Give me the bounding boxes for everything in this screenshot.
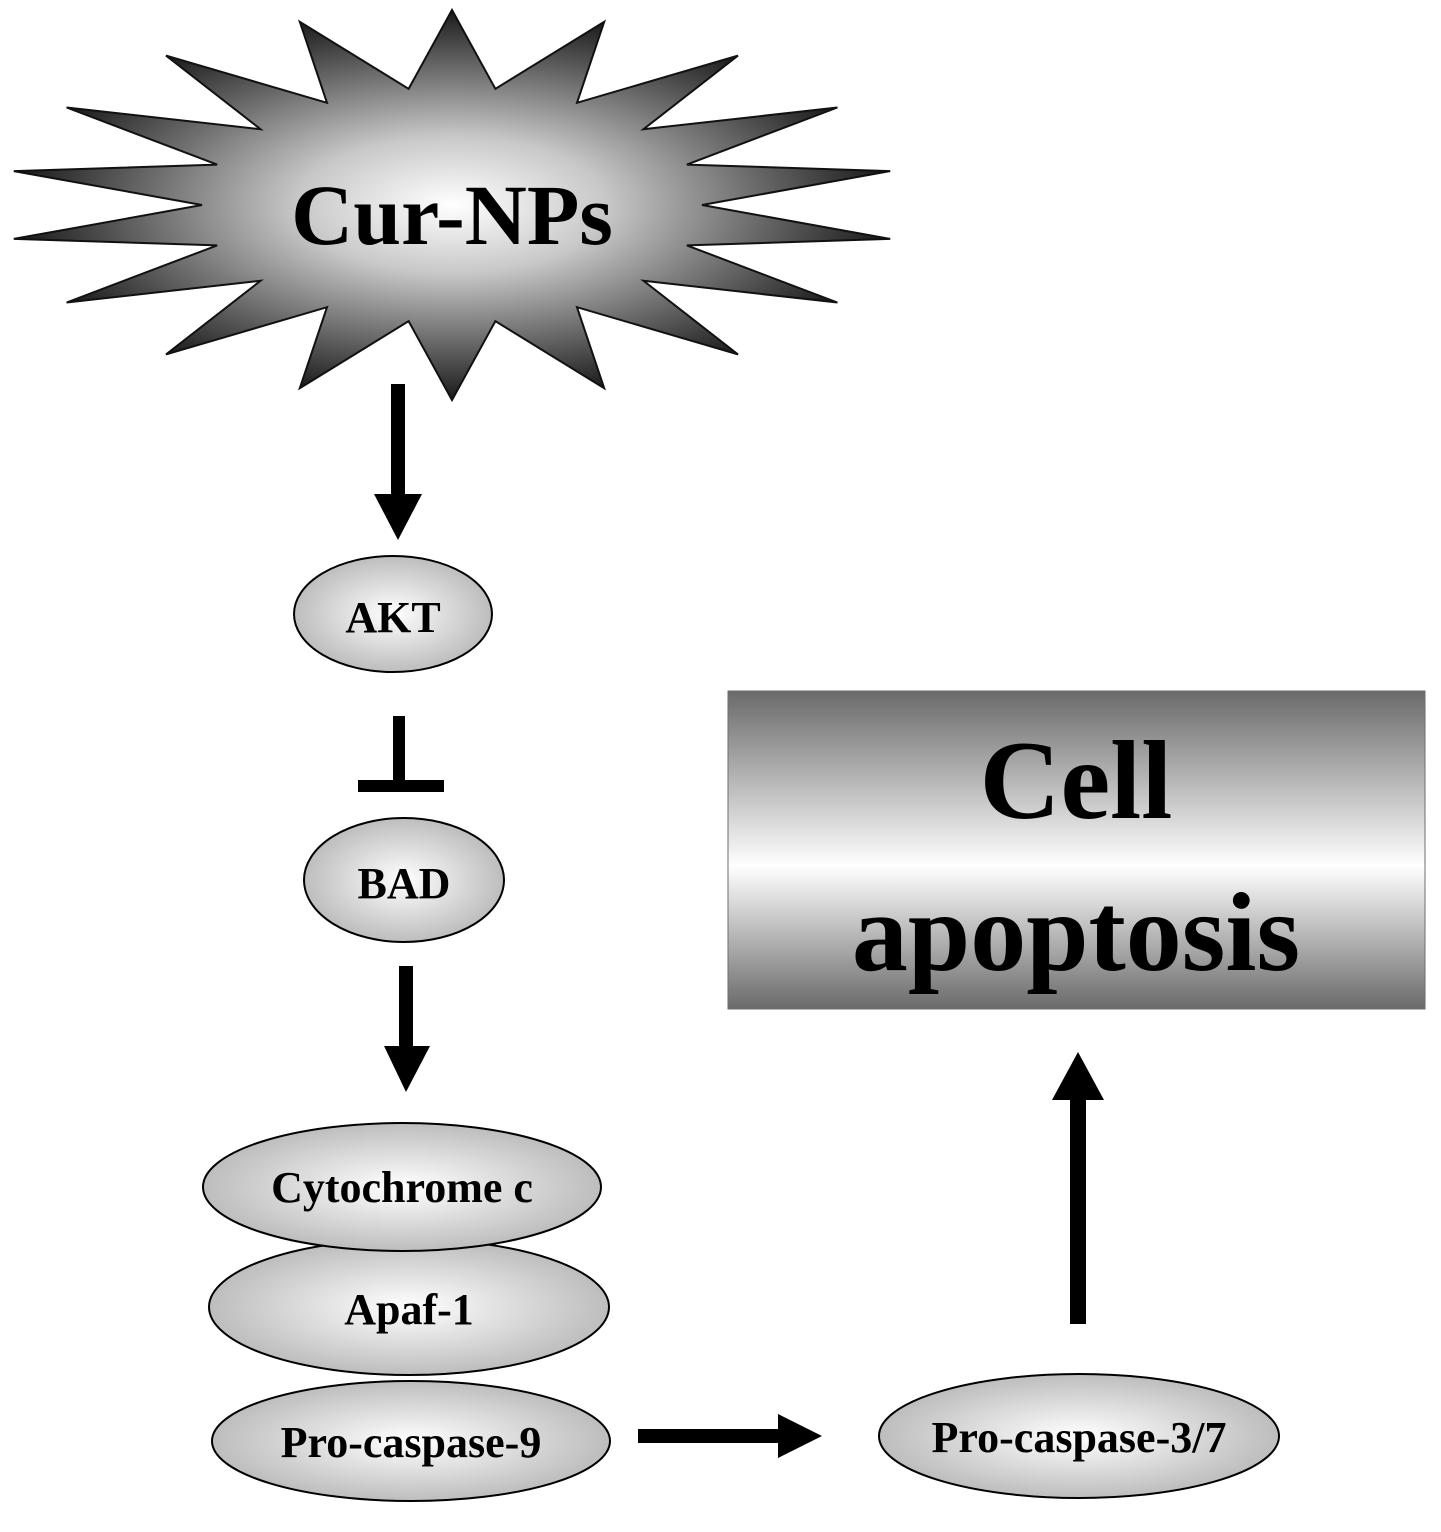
procaspase9-label: Pro-caspase-9 <box>281 1418 542 1467</box>
procaspase9-node: Pro-caspase-9 <box>211 1380 611 1502</box>
outcome-line2: apoptosis <box>852 871 1300 995</box>
cur-nps-starburst: Cur-NPs <box>13 7 891 403</box>
bad-node: BAD <box>303 817 505 943</box>
bad-label: BAD <box>358 859 451 908</box>
cytochrome-c-label: Cytochrome c <box>271 1163 533 1212</box>
starburst-shape <box>13 7 891 403</box>
arrow-bad-to-cytochrome <box>384 966 430 1092</box>
cytochrome-c-node: Cytochrome c <box>202 1122 602 1252</box>
arrow-procaspase37-to-apoptosis <box>1052 1052 1104 1324</box>
arrow-procaspase9-to-procaspase37 <box>638 1414 822 1458</box>
inhibition-akt-to-bad <box>358 716 444 792</box>
cell-apoptosis-box: Cell apoptosis <box>727 690 1426 1010</box>
cur-nps-label: Cur-NPs <box>291 167 613 263</box>
apaf1-node: Apaf-1 <box>208 1238 610 1376</box>
arrow-curnps-to-akt <box>374 384 422 540</box>
outcome-line1: Cell <box>980 719 1173 843</box>
procaspase37-node: Pro-caspase-3/7 <box>878 1373 1280 1499</box>
akt-node: AKT <box>293 555 493 673</box>
apaf1-label: Apaf-1 <box>344 1285 474 1334</box>
akt-label: AKT <box>345 593 440 642</box>
procaspase37-label: Pro-caspase-3/7 <box>932 1413 1227 1462</box>
